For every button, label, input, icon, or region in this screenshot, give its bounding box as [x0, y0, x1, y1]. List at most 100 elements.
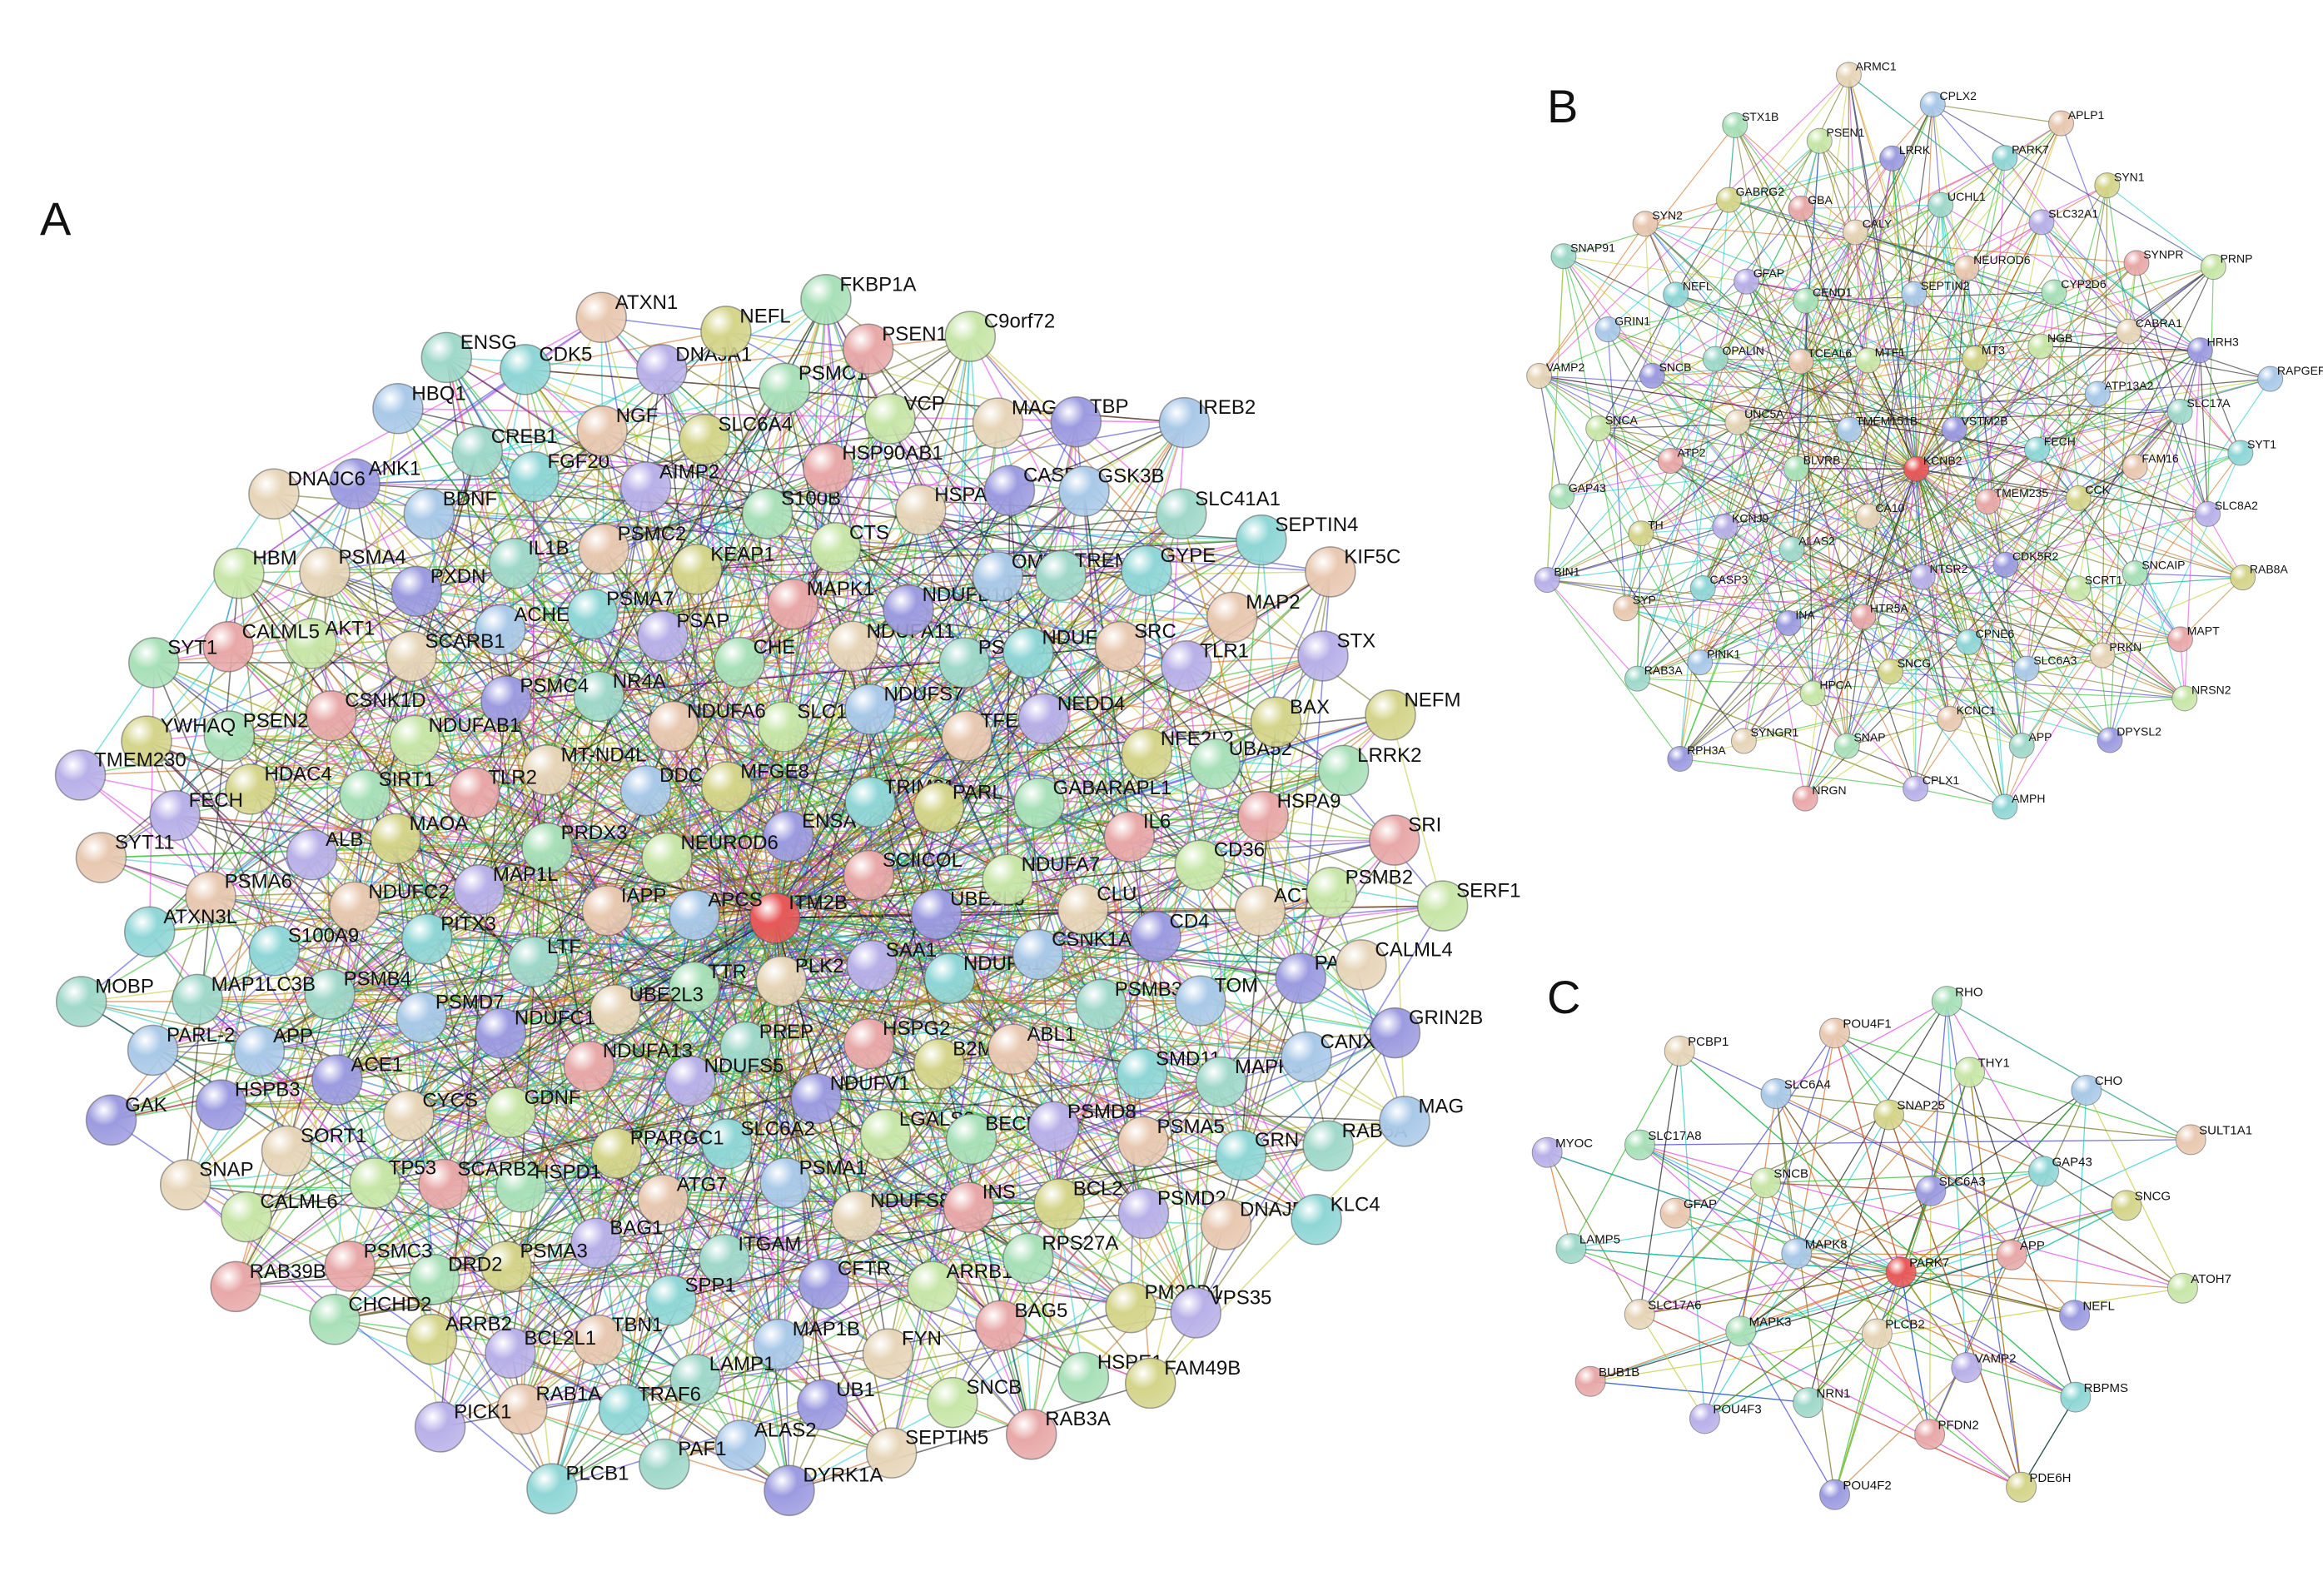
protein-node[interactable]: SNAP: [1833, 731, 1886, 759]
protein-node[interactable]: MFGE8: [701, 761, 809, 813]
protein-node[interactable]: PSEN1: [1806, 126, 1865, 154]
protein-node[interactable]: RPH3A: [1667, 743, 1727, 772]
protein-node[interactable]: PSMD7: [395, 992, 505, 1043]
protein-node[interactable]: NEFM: [1365, 689, 1461, 741]
protein-node[interactable]: DNAJC6: [248, 468, 366, 520]
protein-node[interactable]: CA10: [1855, 501, 1905, 530]
protein-node[interactable]: ARMC1: [1835, 60, 1897, 88]
protein-node[interactable]: HSPB3: [195, 1079, 301, 1131]
protein-node[interactable]: RAB8A: [2230, 562, 2289, 591]
protein-node[interactable]: SCRT1: [2065, 574, 2123, 602]
protein-node[interactable]: SLC6A3: [2013, 654, 2077, 682]
protein-node[interactable]: PARL-2: [127, 1024, 236, 1076]
protein-node[interactable]: OPALIN: [1702, 344, 1764, 372]
protein-node[interactable]: SNCAIP: [2122, 558, 2186, 587]
protein-node[interactable]: CYCS: [383, 1089, 478, 1141]
protein-node[interactable]: GFAP: [1659, 1197, 1717, 1229]
protein-node[interactable]: NDUFS5: [664, 1055, 784, 1107]
protein-node[interactable]: CALY: [1842, 217, 1893, 246]
protein-node[interactable]: HSPA9: [1237, 790, 1341, 843]
protein-node[interactable]: CPLX1: [1903, 773, 1960, 802]
protein-node[interactable]: MAPT: [2166, 624, 2220, 653]
protein-node[interactable]: CTS: [809, 521, 890, 574]
protein-node[interactable]: GSK3B: [1058, 465, 1165, 517]
protein-node[interactable]: SEPTIN4: [1236, 514, 1359, 566]
protein-node[interactable]: MAG: [1379, 1095, 1464, 1147]
protein-node[interactable]: TRAF6: [598, 1384, 702, 1435]
protein-node[interactable]: MAP1B: [753, 1318, 860, 1370]
protein-node[interactable]: PSMD2: [1117, 1187, 1226, 1240]
protein-node[interactable]: SLC32A1: [2028, 207, 2098, 236]
protein-node[interactable]: DPYSL2: [2097, 725, 2161, 753]
protein-node[interactable]: LTF: [507, 936, 581, 988]
protein-node[interactable]: FAM49B: [1124, 1357, 1241, 1410]
protein-node[interactable]: KEAP1: [671, 543, 775, 595]
protein-node[interactable]: ATP13A2: [2084, 379, 2154, 407]
protein-node[interactable]: PSMA6: [185, 870, 292, 922]
protein-node[interactable]: DNAJA1: [635, 343, 753, 395]
protein-node[interactable]: HSP90AB1: [803, 442, 943, 495]
protein-node[interactable]: UNC5A: [1724, 407, 1784, 435]
protein-node[interactable]: IL1B: [489, 537, 570, 589]
protein-node[interactable]: SNCB: [1750, 1167, 1809, 1199]
protein-node[interactable]: SYNGR1: [1730, 726, 1798, 754]
protein-node[interactable]: CDK5: [500, 343, 593, 395]
protein-node[interactable]: UB1: [796, 1379, 875, 1431]
protein-node[interactable]: NRGN: [1792, 783, 1847, 812]
protein-node[interactable]: NDUFS8: [831, 1190, 951, 1242]
protein-node[interactable]: BAX: [1250, 696, 1330, 748]
protein-node[interactable]: INA: [1775, 608, 1815, 637]
protein-node[interactable]: MT-ND4L: [521, 743, 646, 796]
protein-node[interactable]: APCS: [669, 889, 763, 941]
protein-node[interactable]: RAPGEF4: [2257, 364, 2323, 392]
protein-node[interactable]: NRSN2: [2171, 684, 2231, 712]
protein-node[interactable]: SEPTIN5: [865, 1427, 989, 1479]
protein-node[interactable]: APP: [233, 1025, 313, 1077]
protein-node[interactable]: NDUFC1: [475, 1007, 595, 1059]
protein-node[interactable]: CSNK1A1: [1012, 928, 1143, 981]
protein-node[interactable]: NGF: [576, 405, 658, 457]
protein-node[interactable]: SLC17A: [2166, 396, 2231, 425]
protein-node[interactable]: PSMB3: [1075, 978, 1182, 1031]
protein-node[interactable]: ATP2: [1657, 445, 1706, 475]
protein-node[interactable]: KCNB2: [1903, 454, 1962, 482]
protein-node[interactable]: ARRB1: [907, 1260, 1013, 1313]
protein-node[interactable]: APLP1: [2048, 108, 2105, 137]
protein-node[interactable]: ALB: [286, 828, 363, 881]
protein-node[interactable]: MYOC: [1531, 1136, 1593, 1168]
protein-node[interactable]: LRRK: [1879, 143, 1931, 172]
protein-node[interactable]: PSMC2: [578, 523, 686, 575]
protein-node[interactable]: TH: [1628, 518, 1664, 547]
protein-node[interactable]: HSPG2: [843, 1017, 951, 1070]
protein-node[interactable]: BCL2L1: [485, 1327, 596, 1380]
protein-node[interactable]: SRC: [1094, 620, 1176, 673]
protein-node[interactable]: MAP2: [1206, 591, 1301, 644]
protein-node[interactable]: AKT1: [286, 618, 376, 669]
protein-node[interactable]: SYT11: [75, 832, 175, 883]
protein-node[interactable]: POU4F2: [1819, 1479, 1892, 1510]
protein-node[interactable]: NDUFA7: [982, 853, 1100, 906]
protein-node[interactable]: BAG5: [975, 1300, 1068, 1352]
protein-node[interactable]: MAP1L: [453, 863, 559, 916]
protein-node[interactable]: KLC4: [1291, 1193, 1380, 1245]
protein-node[interactable]: PARL: [913, 781, 1003, 833]
protein-node[interactable]: HBQ1: [372, 382, 466, 435]
protein-node[interactable]: GDNF: [485, 1086, 581, 1139]
protein-node[interactable]: PARK7: [1992, 142, 2049, 172]
protein-node[interactable]: PPARGC1: [590, 1127, 724, 1179]
protein-node[interactable]: TLR2: [449, 767, 537, 818]
protein-node[interactable]: ALAS2: [714, 1419, 817, 1471]
protein-node[interactable]: LAMP1: [669, 1353, 774, 1405]
protein-node[interactable]: ACE1: [311, 1054, 403, 1106]
protein-node[interactable]: CALML4: [1336, 938, 1453, 991]
protein-node[interactable]: CHE: [714, 636, 795, 689]
protein-node[interactable]: PINK1: [1687, 647, 1741, 676]
protein-node[interactable]: IREB2: [1158, 396, 1256, 449]
protein-node[interactable]: FYN: [862, 1328, 942, 1380]
protein-node[interactable]: CASP3: [1689, 573, 1748, 601]
protein-node[interactable]: VAMP2: [1526, 360, 1585, 389]
protein-node[interactable]: PSMC3: [324, 1240, 432, 1292]
protein-node[interactable]: SYN2: [1632, 209, 1683, 237]
protein-node[interactable]: NDUFA13: [563, 1040, 693, 1092]
protein-node[interactable]: PSEN1: [842, 323, 948, 375]
